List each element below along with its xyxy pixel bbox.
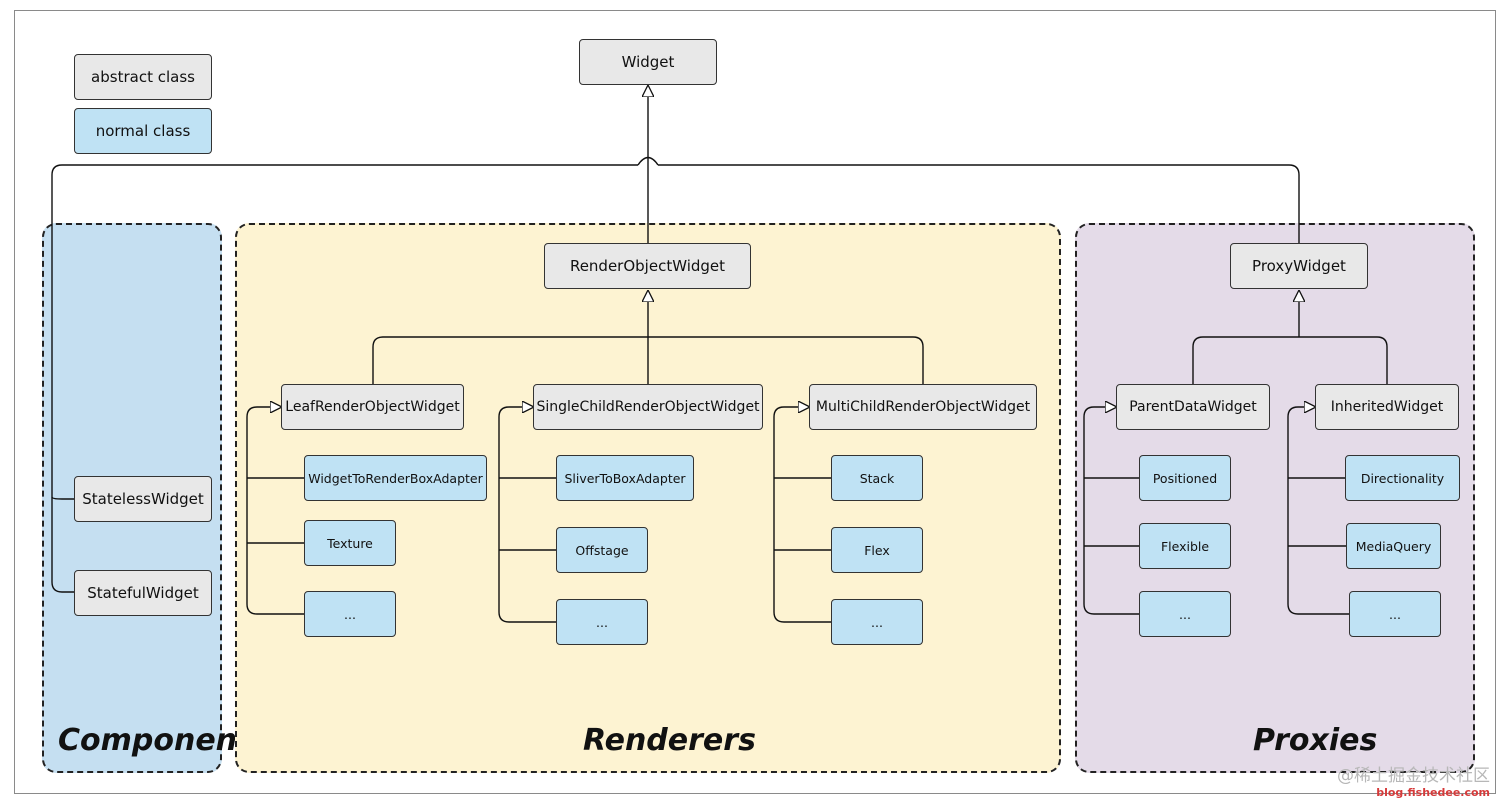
legend-abstract-class: abstract class [74, 54, 212, 100]
node-inherited-more: ... [1349, 591, 1441, 637]
node-flexible: Flexible [1139, 523, 1231, 569]
node-leaf-render-object-widget: LeafRenderObjectWidget [281, 384, 464, 430]
proxies-group-title: Proxies [1253, 723, 1378, 758]
node-stateful-widget: StatefulWidget [74, 570, 212, 616]
node-widget-to-render-box-adapter: WidgetToRenderBoxAdapter [304, 455, 487, 501]
node-positioned: Positioned [1139, 455, 1231, 501]
legend-normal-class: normal class [74, 108, 212, 154]
node-offstage: Offstage [556, 527, 648, 573]
watermark: @稀土掘金技术社区 blog.fishedee.com [1337, 766, 1490, 800]
node-media-query: MediaQuery [1346, 523, 1441, 569]
node-widget: Widget [579, 39, 717, 85]
node-sliver-to-box-adapter: SliverToBoxAdapter [556, 455, 694, 501]
node-render-object-widget: RenderObjectWidget [544, 243, 751, 289]
diagram-frame [14, 10, 1496, 794]
node-flex: Flex [831, 527, 923, 573]
node-stateless-widget: StatelessWidget [74, 476, 212, 522]
node-parent-data-widget: ParentDataWidget [1116, 384, 1270, 430]
renderers-group-title: Renderers [583, 723, 756, 758]
node-stack: Stack [831, 455, 923, 501]
node-parent-data-more: ... [1139, 591, 1231, 637]
node-proxy-widget: ProxyWidget [1230, 243, 1368, 289]
node-single-more: ... [556, 599, 648, 645]
watermark-community: @稀土掘金技术社区 [1337, 766, 1490, 786]
watermark-blog: blog.fishedee.com [1376, 786, 1490, 799]
node-directionality: Directionality [1345, 455, 1460, 501]
node-texture: Texture [304, 520, 396, 566]
node-inherited-widget: InheritedWidget [1315, 384, 1459, 430]
components-group-title: Components [58, 723, 270, 758]
node-leaf-more: ... [304, 591, 396, 637]
node-multi-child-render-object-widget: MultiChildRenderObjectWidget [809, 384, 1037, 430]
node-single-child-render-object-widget: SingleChildRenderObjectWidget [533, 384, 763, 430]
node-multi-more: ... [831, 599, 923, 645]
